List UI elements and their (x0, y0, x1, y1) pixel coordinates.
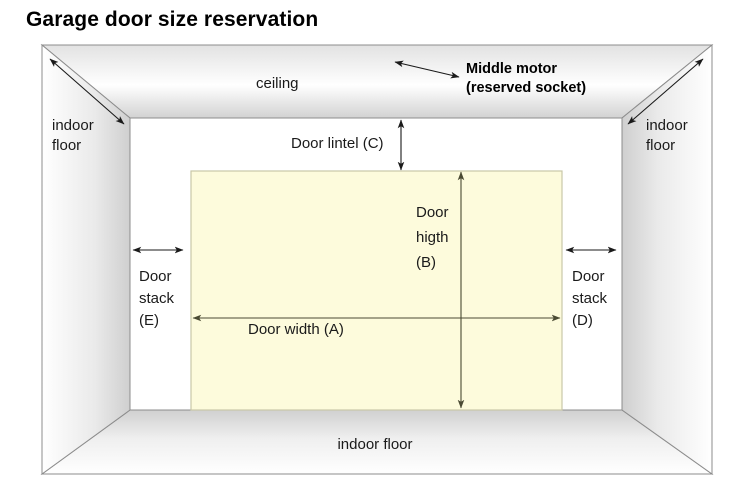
svg-text:floor: floor (52, 137, 81, 154)
left-corner-depth-arrow (49, 58, 125, 125)
svg-text:higth: higth (416, 229, 449, 246)
svg-text:Middle motor: Middle motor (466, 61, 557, 77)
svg-text:stack: stack (572, 290, 608, 307)
right-wall-surface (621, 43, 713, 475)
door-stack-left-label: Door stack (E) (139, 268, 175, 329)
door-height-label: Door higth (B) (416, 204, 449, 271)
door-stack-right-label: Door stack (D) (572, 268, 608, 329)
door-width-label: Door width (A) (248, 321, 344, 338)
middle-motor-label: Middle motor (reserved socket) (466, 61, 586, 96)
door-panel (190, 170, 563, 411)
svg-text:(E): (E) (139, 312, 159, 329)
door-lintel-label: Door lintel (C) (291, 135, 384, 152)
svg-text:Door: Door (416, 204, 449, 221)
left-wall-surface (41, 43, 131, 475)
ceiling-label: ceiling (256, 75, 299, 92)
svg-text:indoor: indoor (52, 117, 94, 134)
svg-text:stack: stack (139, 290, 175, 307)
ceiling-surface (40, 44, 714, 119)
svg-text:Door: Door (572, 268, 605, 285)
right-corner-depth-arrow (627, 58, 704, 125)
svg-text:(B): (B) (416, 254, 436, 271)
svg-text:floor: floor (646, 137, 675, 154)
page-title: Garage door size reservation (26, 8, 319, 31)
svg-text:(D): (D) (572, 312, 593, 329)
middle-motor-arrow (394, 60, 460, 79)
floor-label: indoor floor (337, 436, 412, 453)
svg-text:indoor: indoor (646, 117, 688, 134)
room-shell (40, 43, 714, 475)
svg-text:Door: Door (139, 268, 172, 285)
svg-text:(reserved socket): (reserved socket) (466, 80, 586, 96)
